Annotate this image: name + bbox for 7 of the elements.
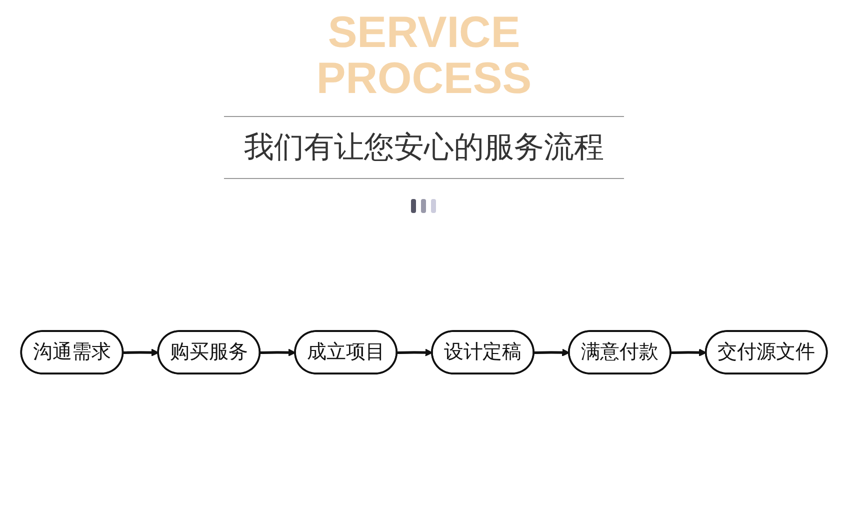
title: SERVICE PROCESS bbox=[315, 10, 533, 102]
arrow bbox=[534, 348, 570, 356]
arrow bbox=[397, 348, 433, 356]
subtitle: 我们有让您安心的服务流程 bbox=[244, 130, 604, 165]
arrow bbox=[670, 348, 707, 356]
arrow bbox=[260, 348, 296, 356]
arrow bbox=[123, 348, 159, 356]
